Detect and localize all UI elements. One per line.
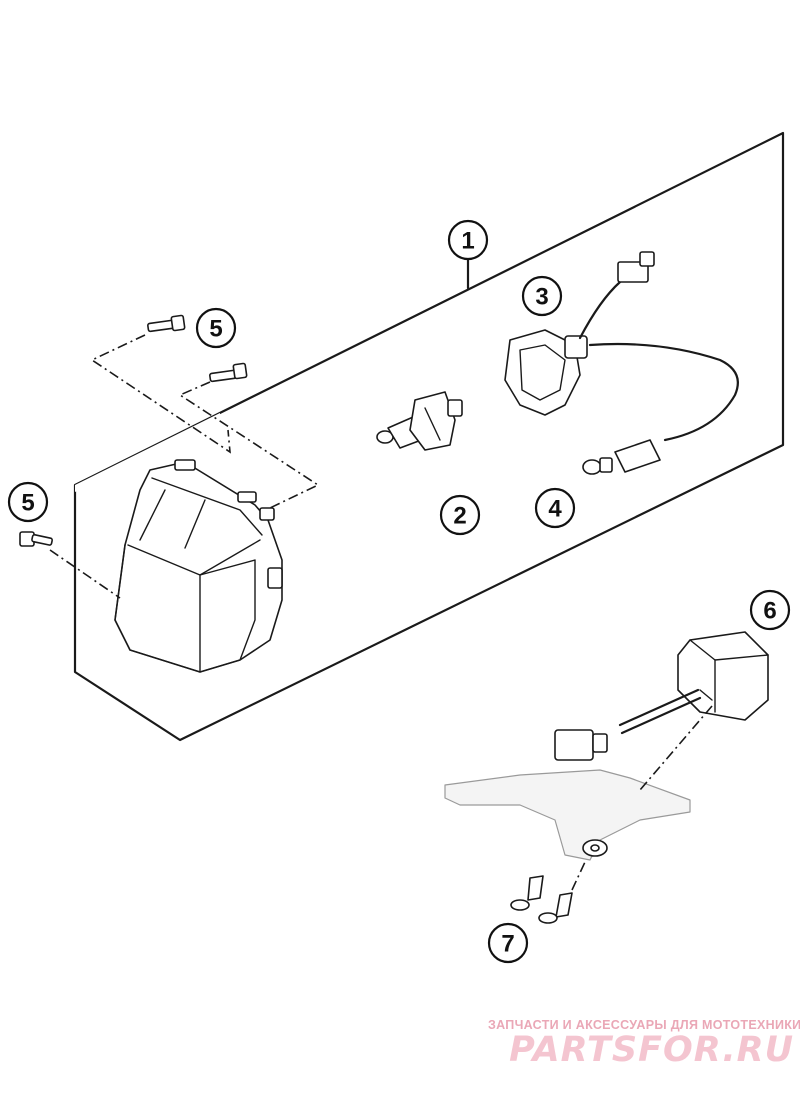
callout-7: 7: [487, 922, 529, 964]
svg-text:2: 2: [453, 503, 466, 530]
screw-left: [510, 875, 544, 911]
callout-2: 2: [439, 494, 481, 536]
bolt-left: [19, 531, 53, 547]
svg-text:4: 4: [548, 496, 562, 523]
mounting-bracket: [444, 769, 691, 861]
bulb-socket-harness: [504, 251, 739, 442]
assembly-frame: [73, 131, 785, 742]
headlight-housing: [114, 459, 283, 673]
parking-bulb: [582, 439, 661, 475]
bolt-top: [147, 314, 186, 333]
svg-text:1: 1: [461, 228, 474, 255]
watermark-caption: ЗАПЧАСТИ И АКСЕССУАРЫ ДЛЯ МОТОТЕХНИКИ: [488, 1018, 800, 1032]
screw-right: [538, 892, 573, 924]
svg-text:5: 5: [209, 316, 222, 343]
bolt-middle: [209, 362, 248, 383]
svg-text:7: 7: [501, 931, 514, 958]
callout-3: 3: [521, 275, 563, 317]
callout-5-top: 5: [195, 307, 237, 349]
svg-text:3: 3: [535, 284, 548, 311]
svg-text:6: 6: [763, 598, 776, 625]
control-unit: [554, 631, 769, 761]
callout-5-left: 5: [7, 481, 49, 523]
watermark-brand: PARTSFOR.RU: [509, 1030, 794, 1070]
headlight-bulb: [376, 391, 463, 451]
callout-6: 6: [749, 589, 791, 631]
svg-text:5: 5: [21, 490, 34, 517]
callout-4: 4: [534, 487, 576, 529]
callout-1: 1: [447, 219, 489, 261]
